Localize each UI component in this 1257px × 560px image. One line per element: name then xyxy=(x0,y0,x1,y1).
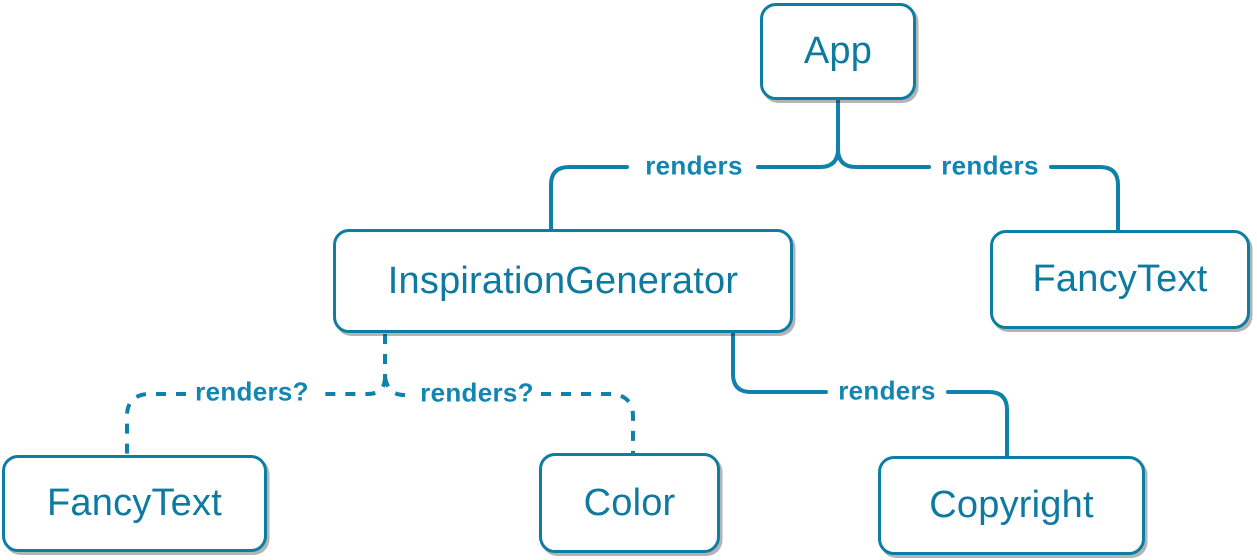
node-copyright: Copyright xyxy=(878,456,1145,555)
node-fancy-text-bottom: FancyText xyxy=(2,455,267,552)
node-fancy-text-top: FancyText xyxy=(990,230,1250,329)
node-color: Color xyxy=(539,453,720,553)
edge-label-renders-fancytext: renders xyxy=(937,152,1043,181)
node-color-label: Color xyxy=(583,481,676,524)
edge-label-renders-question-color: renders? xyxy=(416,379,538,408)
node-inspiration-generator-label: InspirationGenerator xyxy=(387,259,739,302)
edge-app-fancytext xyxy=(836,147,1120,232)
node-fancy-text-top-label: FancyText xyxy=(1032,258,1208,300)
edge-inspirationgenerator-color xyxy=(383,376,635,453)
edge-label-renders-question-fancytext: renders? xyxy=(191,378,313,407)
node-app-label: App xyxy=(803,30,873,72)
node-fancy-text-bottom-label: FancyText xyxy=(47,482,222,524)
node-app: App xyxy=(760,3,916,100)
node-copyright-label: Copyright xyxy=(929,484,1094,526)
node-inspiration-generator: InspirationGenerator xyxy=(333,229,793,333)
edge-label-renders-copyright: renders xyxy=(834,377,940,406)
edge-label-renders-inspirationgenerator: renders xyxy=(641,152,747,181)
edge-inspirationgenerator-copyright xyxy=(731,331,1009,458)
